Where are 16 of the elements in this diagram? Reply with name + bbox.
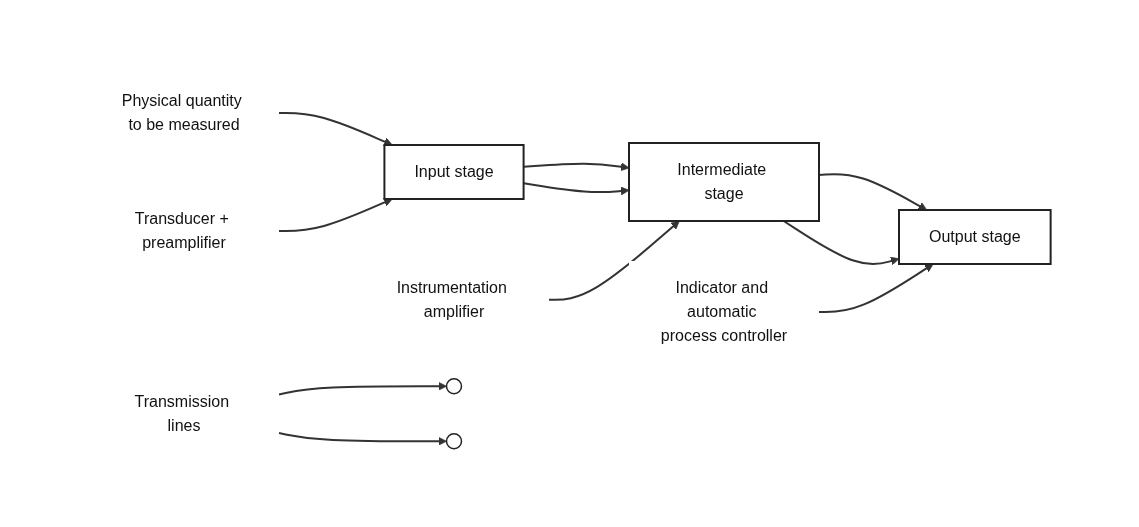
node-box: Output stage — [897, 209, 1052, 266]
arrow — [277, 382, 447, 396]
arrow — [277, 198, 393, 233]
node-circle — [445, 378, 462, 395]
arrow — [817, 263, 934, 314]
node-box: Input stage — [383, 144, 525, 201]
node-circle — [445, 433, 462, 450]
arrow — [277, 112, 393, 146]
node-text: Instrumentation amplifier — [396, 278, 507, 320]
node-text: Indicator and automatic process controller — [660, 279, 787, 345]
node-text: Physical quantity to be measured — [121, 92, 242, 134]
node-text: Transducer + preamplifier — [134, 210, 229, 252]
arrow — [277, 432, 447, 446]
arrow — [547, 220, 680, 301]
node-text: Transmission lines — [134, 392, 229, 434]
node-box: Intermediate stage — [627, 142, 820, 223]
